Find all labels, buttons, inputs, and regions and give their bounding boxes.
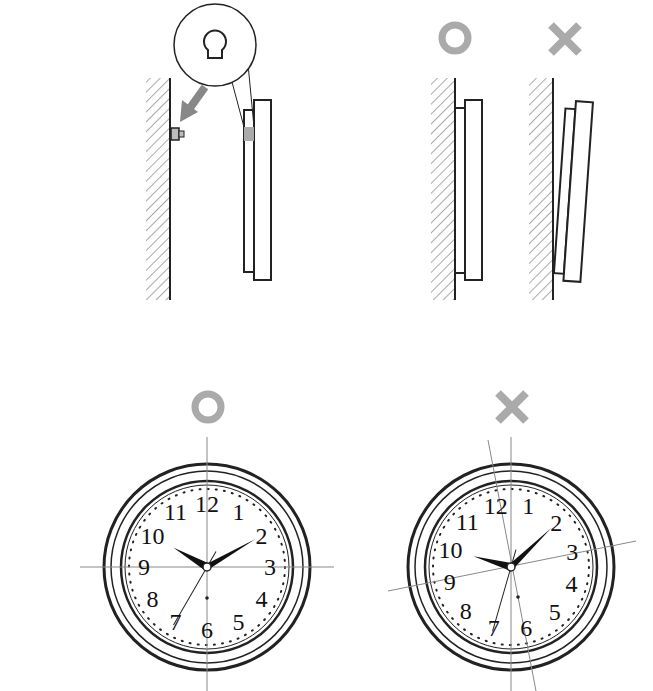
clock-numeral: 4 — [256, 587, 268, 611]
clock-numeral: 11 — [164, 500, 187, 524]
clock-numeral: 5 — [233, 610, 245, 634]
clock-numeral: 10 — [438, 538, 462, 562]
clock-numeral: 2 — [550, 511, 562, 535]
clock-numeral: 1 — [522, 494, 534, 518]
ng-mark — [498, 393, 526, 421]
clock-numeral: 12 — [195, 492, 219, 516]
clock-numeral: 8 — [460, 599, 472, 623]
clock-numeral: 5 — [549, 600, 561, 624]
hanging-view — [146, 4, 271, 300]
clock-level — [80, 437, 334, 691]
clock-numeral: 6 — [201, 618, 213, 642]
clock-numeral: 4 — [566, 572, 578, 596]
clock-tilted — [388, 437, 636, 691]
clock-numeral: 2 — [256, 524, 268, 548]
clock-numeral: 12 — [484, 494, 508, 518]
clock-numeral: 3 — [264, 555, 276, 579]
clock-numeral: 3 — [566, 540, 578, 564]
clock-numeral: 6 — [520, 616, 532, 640]
clock-numeral: 8 — [146, 587, 158, 611]
clock-numeral: 10 — [140, 524, 164, 548]
clock-numeral: 9 — [138, 555, 150, 579]
mount-comparison — [431, 25, 593, 300]
clock-numeral: 7 — [170, 610, 182, 634]
clock-numeral: 7 — [488, 616, 500, 640]
clock-numeral: 9 — [444, 570, 456, 594]
clock-numeral: 11 — [456, 510, 479, 534]
clock-numeral: 1 — [233, 500, 245, 524]
ok-mark — [195, 394, 221, 420]
